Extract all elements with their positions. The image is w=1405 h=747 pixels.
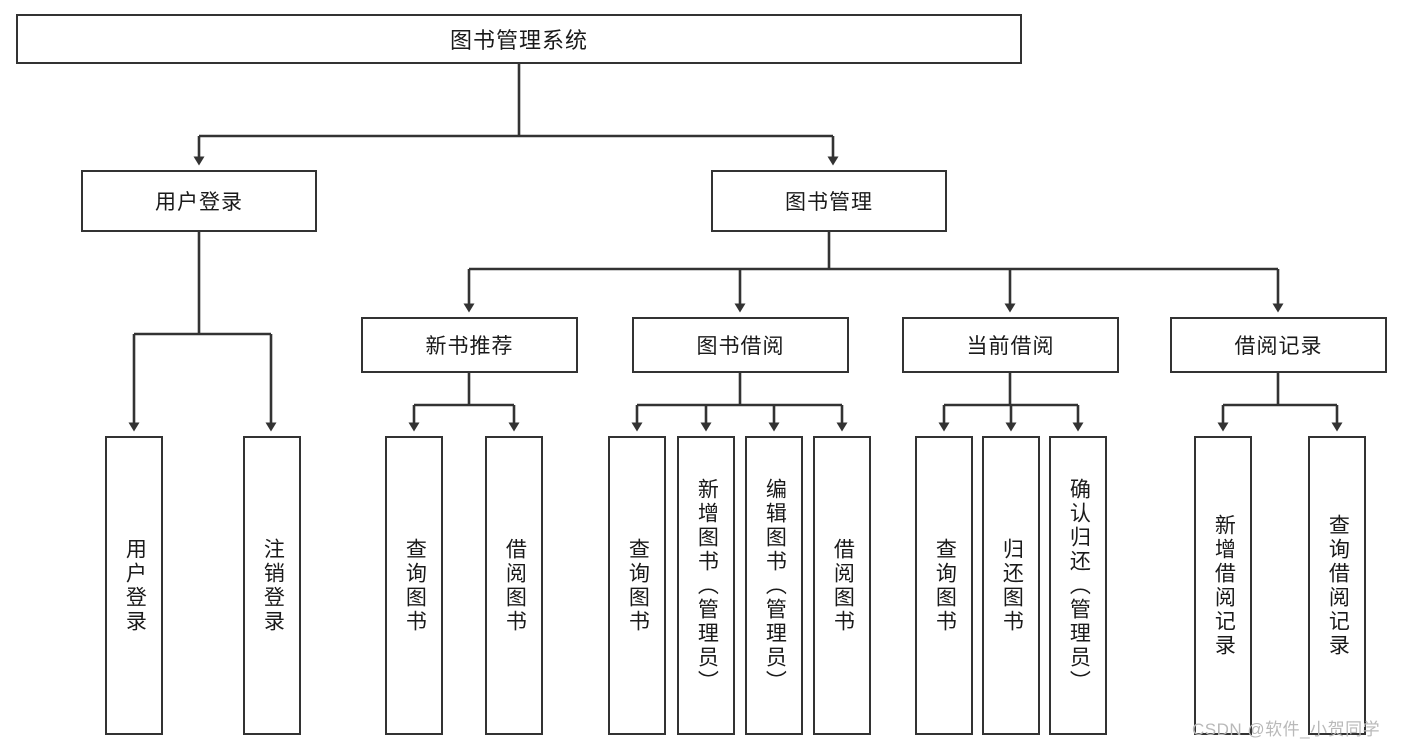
node-current-borrow-label: 当前借阅 [966, 335, 1055, 358]
csdn-watermark: CSDN @软件_小贺同学 [1192, 720, 1381, 739]
node-leaf-query-book-borrow[interactable]: 查询图书 [608, 436, 666, 735]
node-current-borrow[interactable]: 当前借阅 [902, 317, 1119, 373]
node-borrow-record-label: 借阅记录 [1234, 335, 1323, 358]
node-leaf-logout-label: 注销登录 [261, 537, 285, 634]
node-leaf-borrow-book[interactable]: 借阅图书 [813, 436, 871, 735]
node-book-manage-label: 图书管理 [785, 191, 873, 214]
node-leaf-edit-book-label: 编辑图书（管理员） [763, 477, 787, 694]
node-book-borrow[interactable]: 图书借阅 [632, 317, 849, 373]
node-root-label: 图书管理系统 [449, 28, 588, 53]
node-leaf-query-book-current-label: 查询图书 [933, 537, 957, 634]
node-new-book-rec[interactable]: 新书推荐 [361, 317, 578, 373]
node-book-manage[interactable]: 图书管理 [711, 170, 947, 232]
node-leaf-add-book[interactable]: 新增图书（管理员） [677, 436, 735, 735]
node-user-login[interactable]: 用户登录 [81, 170, 317, 232]
node-new-book-rec-label: 新书推荐 [425, 335, 514, 358]
node-borrow-record[interactable]: 借阅记录 [1170, 317, 1387, 373]
node-leaf-confirm-return-label: 确认归还（管理员） [1067, 477, 1091, 694]
node-leaf-logout[interactable]: 注销登录 [243, 436, 301, 735]
node-leaf-return-book-label: 归还图书 [1000, 537, 1024, 634]
node-leaf-query-book-rec-label: 查询图书 [403, 537, 427, 634]
node-leaf-query-record-label: 查询借阅记录 [1326, 513, 1350, 658]
node-user-login-label: 用户登录 [155, 191, 243, 214]
node-leaf-return-book[interactable]: 归还图书 [982, 436, 1040, 735]
node-leaf-borrow-book-rec-label: 借阅图书 [503, 537, 527, 634]
node-root[interactable]: 图书管理系统 [16, 14, 1022, 64]
node-book-borrow-label: 图书借阅 [696, 335, 785, 358]
node-leaf-borrow-book-rec[interactable]: 借阅图书 [485, 436, 543, 735]
node-leaf-query-record[interactable]: 查询借阅记录 [1308, 436, 1366, 735]
node-leaf-edit-book[interactable]: 编辑图书（管理员） [745, 436, 803, 735]
node-leaf-query-book-current[interactable]: 查询图书 [915, 436, 973, 735]
node-leaf-add-record[interactable]: 新增借阅记录 [1194, 436, 1252, 735]
node-leaf-borrow-book-label: 借阅图书 [831, 537, 855, 634]
node-leaf-user-login-label: 用户登录 [123, 537, 147, 634]
node-leaf-add-record-label: 新增借阅记录 [1212, 513, 1236, 658]
node-leaf-user-login[interactable]: 用户登录 [105, 436, 163, 735]
node-leaf-query-book-borrow-label: 查询图书 [626, 537, 650, 634]
node-leaf-confirm-return[interactable]: 确认归还（管理员） [1049, 436, 1107, 735]
node-leaf-query-book-rec[interactable]: 查询图书 [385, 436, 443, 735]
node-leaf-add-book-label: 新增图书（管理员） [695, 477, 719, 694]
